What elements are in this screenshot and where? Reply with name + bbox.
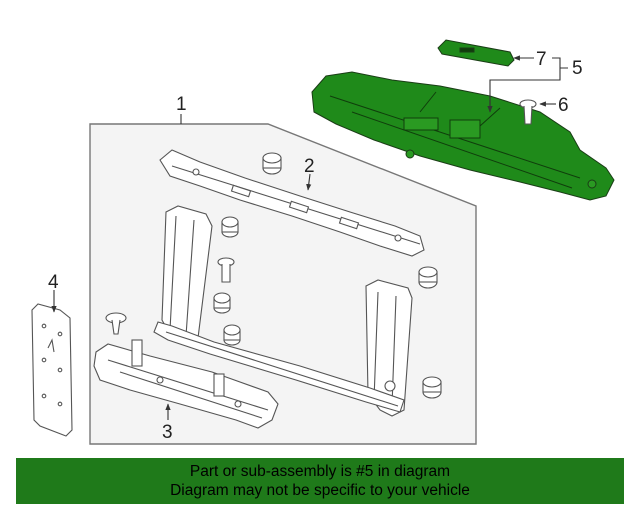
banner-line-2: Diagram may not be specific to your vehi…: [170, 482, 470, 499]
side-panel: [31, 303, 73, 437]
label-plate-highlighted: [437, 39, 515, 67]
upper-tie-bar: [159, 149, 425, 257]
bolt: [217, 257, 235, 283]
leader-lines: [51, 55, 568, 420]
nut: [262, 152, 282, 175]
info-banner: Part or sub-assembly is #5 in diagram Di…: [16, 458, 624, 504]
push-pin: [105, 312, 127, 335]
callout-2: 2: [304, 156, 315, 177]
nut: [221, 216, 239, 238]
lower-bracket: [93, 339, 279, 429]
callout-3: 3: [162, 422, 173, 443]
callout-6: 6: [558, 95, 569, 116]
callout-7: 7: [536, 49, 547, 70]
assembly-frame-outline: [89, 123, 477, 445]
radiator-support-frame: [153, 205, 413, 417]
callout-4: 4: [48, 272, 59, 293]
label-plate: [437, 39, 515, 67]
nut: [422, 376, 442, 399]
nut: [418, 266, 438, 289]
screw: [519, 99, 537, 125]
callout-1: 1: [176, 94, 187, 115]
banner-line-1: Part or sub-assembly is #5 in diagram: [189, 463, 451, 480]
nut: [223, 324, 241, 346]
fasteners: [105, 152, 442, 399]
nut: [213, 292, 231, 314]
callout-5: 5: [572, 58, 583, 79]
radiator-support-cover-highlighted: [311, 71, 615, 201]
